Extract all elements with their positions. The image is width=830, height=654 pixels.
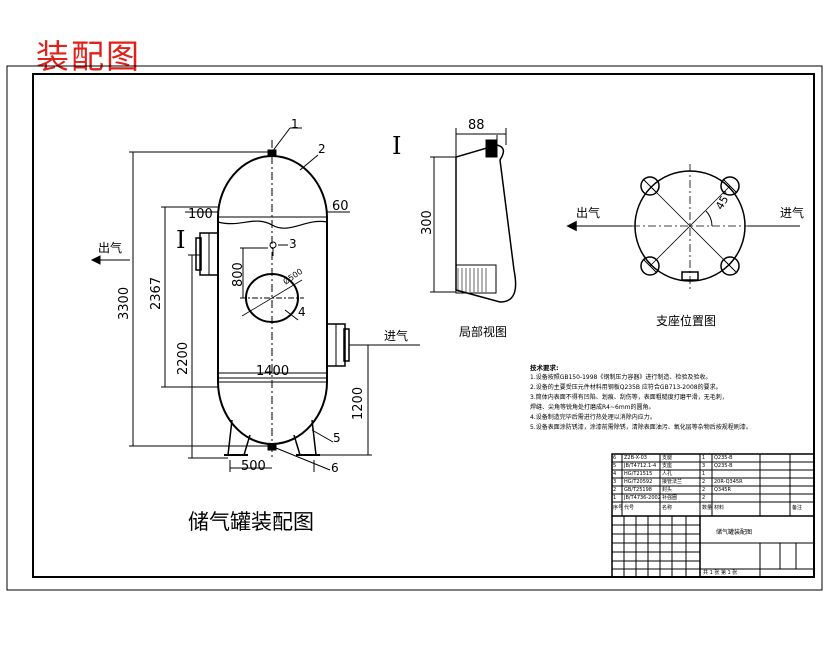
parts-cell: 1 xyxy=(613,495,617,501)
detail-view xyxy=(430,128,517,303)
parts-cell: 补强圈 xyxy=(662,495,678,501)
parts-cell: Q235-B xyxy=(714,455,733,461)
parts-header-cell: 备注 xyxy=(792,505,803,511)
parts-cell: 6 xyxy=(613,455,617,461)
outer-border xyxy=(6,65,823,591)
dim-detail-width: 88 xyxy=(468,118,485,133)
note-item: 1.设备按照GB150-1998《钢制压力容器》进行制造、检验及验收。 xyxy=(530,374,712,381)
support-outlet-label: 出气 xyxy=(576,206,601,220)
dim-nozzle-offset: 800 xyxy=(231,262,246,287)
support-view xyxy=(566,164,800,290)
note-item: 4.设备制造完毕后需进行热处理以消除内应力。 xyxy=(530,414,656,421)
dim-top-width: 100 xyxy=(188,207,213,222)
parts-cell: HG/T21515 xyxy=(624,471,653,477)
parts-cell: 接管法兰 xyxy=(662,479,683,485)
dim-shell-width: 1400 xyxy=(256,364,290,379)
parts-header-cell: 数量 xyxy=(702,505,713,511)
technical-notes: 技术要求: 1.设备按照GB150-1998《钢制压力容器》进行制造、检验及验收… xyxy=(530,363,800,433)
balloon-5: 5 xyxy=(333,431,341,445)
title-block-name: 储气罐装配图 xyxy=(716,529,753,536)
drawing-title: 储气罐装配图 xyxy=(188,510,314,534)
inner-border xyxy=(32,73,815,578)
parts-cell: 封头 xyxy=(662,487,673,493)
balloon-6: 6 xyxy=(331,461,339,475)
parts-cell: JB/T4736-2002 xyxy=(624,495,661,501)
notes-heading: 技术要求: xyxy=(530,364,559,372)
note-item: 焊缝、尖角等锐角处打磨成R4~6mm的圆角。 xyxy=(530,404,655,411)
main-section-mark: I xyxy=(176,226,186,254)
dim-support-height: 1200 xyxy=(351,386,366,420)
note-item: 3.筒体内表面不得有凹陷、划痕、刮伤等，表面粗糙度打磨平滑，无毛刺， xyxy=(530,394,728,401)
parts-cell: 支腿 xyxy=(662,455,673,461)
parts-cell: GB/T25198 xyxy=(624,487,652,493)
title-block-sheet: 共 1 张 第 1 张 xyxy=(703,570,738,576)
parts-cell: HG/T20592 xyxy=(624,479,653,485)
parts-cell: 2 xyxy=(702,495,706,501)
note-item: 5.设备表面涂防锈漆，涂漆前需除锈，清除表面油污、氧化层等杂物后按规程刷漆。 xyxy=(530,424,752,431)
note-item: 2.设备的主要受压元件材料用钢板Q235B 应符合GB713-2008的要求。 xyxy=(530,384,722,391)
balloon-4: 4 xyxy=(298,305,306,319)
dim-inlet-height: 2200 xyxy=(176,341,191,375)
parts-cell: 支座 xyxy=(662,463,673,469)
parts-cell: Z2B-X-03 xyxy=(624,455,647,461)
parts-cell: 20R-Q345R xyxy=(714,479,743,485)
parts-cell: 1 xyxy=(702,471,706,477)
balloon-2: 2 xyxy=(318,142,326,156)
parts-cell: 2 xyxy=(702,487,706,493)
page-title: 装配图 xyxy=(36,37,141,76)
dim-detail-height: 300 xyxy=(420,210,435,235)
balloon-3: 3 xyxy=(289,237,297,251)
title-block xyxy=(611,453,815,578)
parts-cell: JB/T4712.1-4 xyxy=(624,463,657,469)
parts-cell: 3 xyxy=(613,479,617,485)
parts-cell: Q235-B xyxy=(714,463,733,469)
parts-cell: 5 xyxy=(613,463,617,469)
parts-header-cell: 名称 xyxy=(662,505,673,511)
parts-cell: 3 xyxy=(702,463,706,469)
parts-cell: 1 xyxy=(702,455,706,461)
parts-header-cell: 材料 xyxy=(714,505,725,511)
dim-head-height: 60 xyxy=(332,199,349,214)
support-caption: 支座位置图 xyxy=(656,314,717,328)
parts-header-cell: 序号 xyxy=(613,505,624,511)
parts-header-cell: 代号 xyxy=(624,505,635,511)
parts-cell: 人孔 xyxy=(662,471,673,477)
detail-section-mark: I xyxy=(392,132,402,160)
parts-cell: 4 xyxy=(613,471,617,477)
support-inlet-label: 进气 xyxy=(780,206,805,220)
parts-cell: Q345R xyxy=(714,487,731,493)
dim-overall-height: 3300 xyxy=(117,286,132,320)
dim-outlet-height: 2367 xyxy=(149,276,164,310)
parts-cell: 2 xyxy=(613,487,617,493)
main-inlet-label: 进气 xyxy=(384,329,409,343)
main-outlet-label: 出气 xyxy=(98,241,123,255)
balloon-1: 1 xyxy=(291,117,299,131)
parts-cell: 2 xyxy=(702,479,706,485)
detail-caption: 局部视图 xyxy=(459,325,508,339)
dim-leg-span: 500 xyxy=(241,459,266,474)
